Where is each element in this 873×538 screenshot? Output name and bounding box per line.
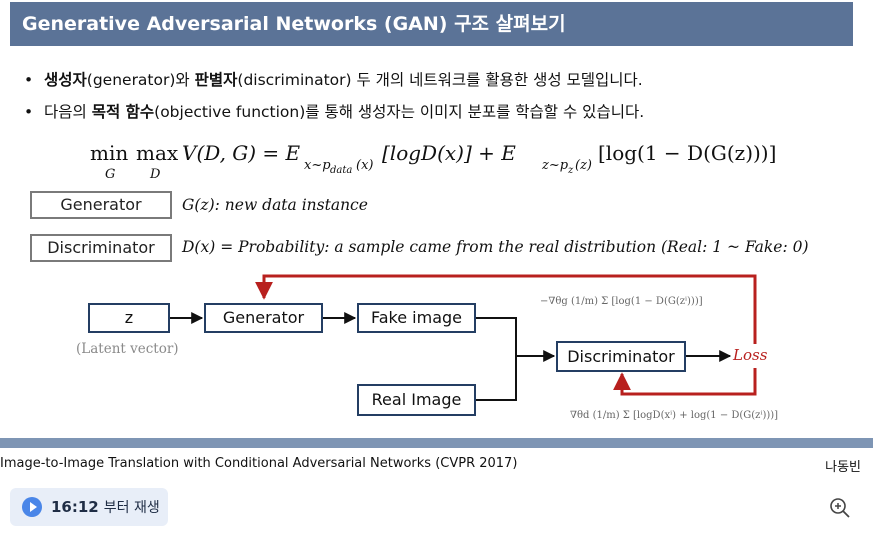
bullet-item: 다음의 목적 함수(objective function)를 통해 생성자는 이… <box>24 96 644 128</box>
svg-text:∇θd (1/m) Σ [logD(xⁱ) + log(1: ∇θd (1/m) Σ [logD(xⁱ) + log(1 − D(G(zⁱ))… <box>570 410 778 421</box>
latent-vector-label: (Latent vector) <box>76 341 179 357</box>
play-icon <box>22 497 42 517</box>
eq-lhs: V(D, G) = E <box>182 141 301 165</box>
presenter-name: 나동빈 <box>825 460 861 475</box>
eq-term2: [log(1 − D(G(z)))] <box>598 141 776 165</box>
objective-equation: min G max D V(D, G) = E x~p data (x) [lo… <box>90 141 776 182</box>
eq-sub1c: (x) <box>356 158 373 173</box>
play-from-timestamp-button[interactable]: 16:12 부터 재생 <box>10 488 168 526</box>
eq-term1: [logD(x)] + E <box>382 141 516 165</box>
eq-sub2c: (z) <box>575 158 592 173</box>
play-timestamp: 16:12 <box>51 498 99 516</box>
latent-z-box: z <box>88 303 170 333</box>
zoom-in-icon[interactable] <box>828 496 852 520</box>
generator-definition: G(z): new data instance <box>182 196 368 214</box>
eq-sub1: x~p <box>304 158 331 173</box>
eq-max: max <box>136 141 179 165</box>
generator-box: Generator <box>204 303 323 333</box>
slide: Generative Adversarial Networks (GAN) 구조… <box>0 0 873 448</box>
eq-sub2b: z <box>567 165 574 176</box>
bullet-list: 생성자(generator)와 판별자(discriminator) 두 개의 … <box>24 64 644 128</box>
diagram-arrows <box>170 274 757 401</box>
eq-sub1b: data <box>330 165 352 176</box>
discriminator-definition: D(x) = Probability: a sample came from t… <box>182 238 809 256</box>
discriminator-label-box: Discriminator <box>30 234 172 262</box>
eq-min: min <box>90 141 128 165</box>
discriminator-box: Discriminator <box>556 341 686 372</box>
generator-gradient-formula: −∇θg (1/m) Σ [log(1 − D(G(zⁱ)))] <box>540 296 703 307</box>
generator-label-box: Generator <box>30 191 172 219</box>
slide-title: Generative Adversarial Networks (GAN) 구조… <box>10 2 853 46</box>
real-image-box: Real Image <box>357 384 476 416</box>
slide-divider <box>0 438 873 448</box>
feedback-arrow-discriminator <box>613 368 757 396</box>
eq-max-sub: D <box>149 167 161 182</box>
loss-label: Loss <box>733 346 768 364</box>
play-label: 부터 재생 <box>103 500 160 516</box>
paper-title: Image-to-Image Translation with Conditio… <box>0 456 518 471</box>
feedback-arrow-generator <box>255 274 757 344</box>
bullet-item: 생성자(generator)와 판별자(discriminator) 두 개의 … <box>24 64 644 96</box>
fake-image-box: Fake image <box>357 303 476 333</box>
eq-min-sub: G <box>105 167 115 182</box>
eq-sub2: z~p <box>541 158 569 173</box>
discriminator-gradient-formula: ∇θd (1/m) Σ [logD(xⁱ) + log(1 − D(G(zⁱ))… <box>570 410 778 421</box>
svg-text:−∇θg (1/m) Σ [log(1 − D(G(zⁱ)): −∇θg (1/m) Σ [log(1 − D(G(zⁱ)))] <box>540 296 703 307</box>
line-fake-real-join <box>476 317 517 401</box>
